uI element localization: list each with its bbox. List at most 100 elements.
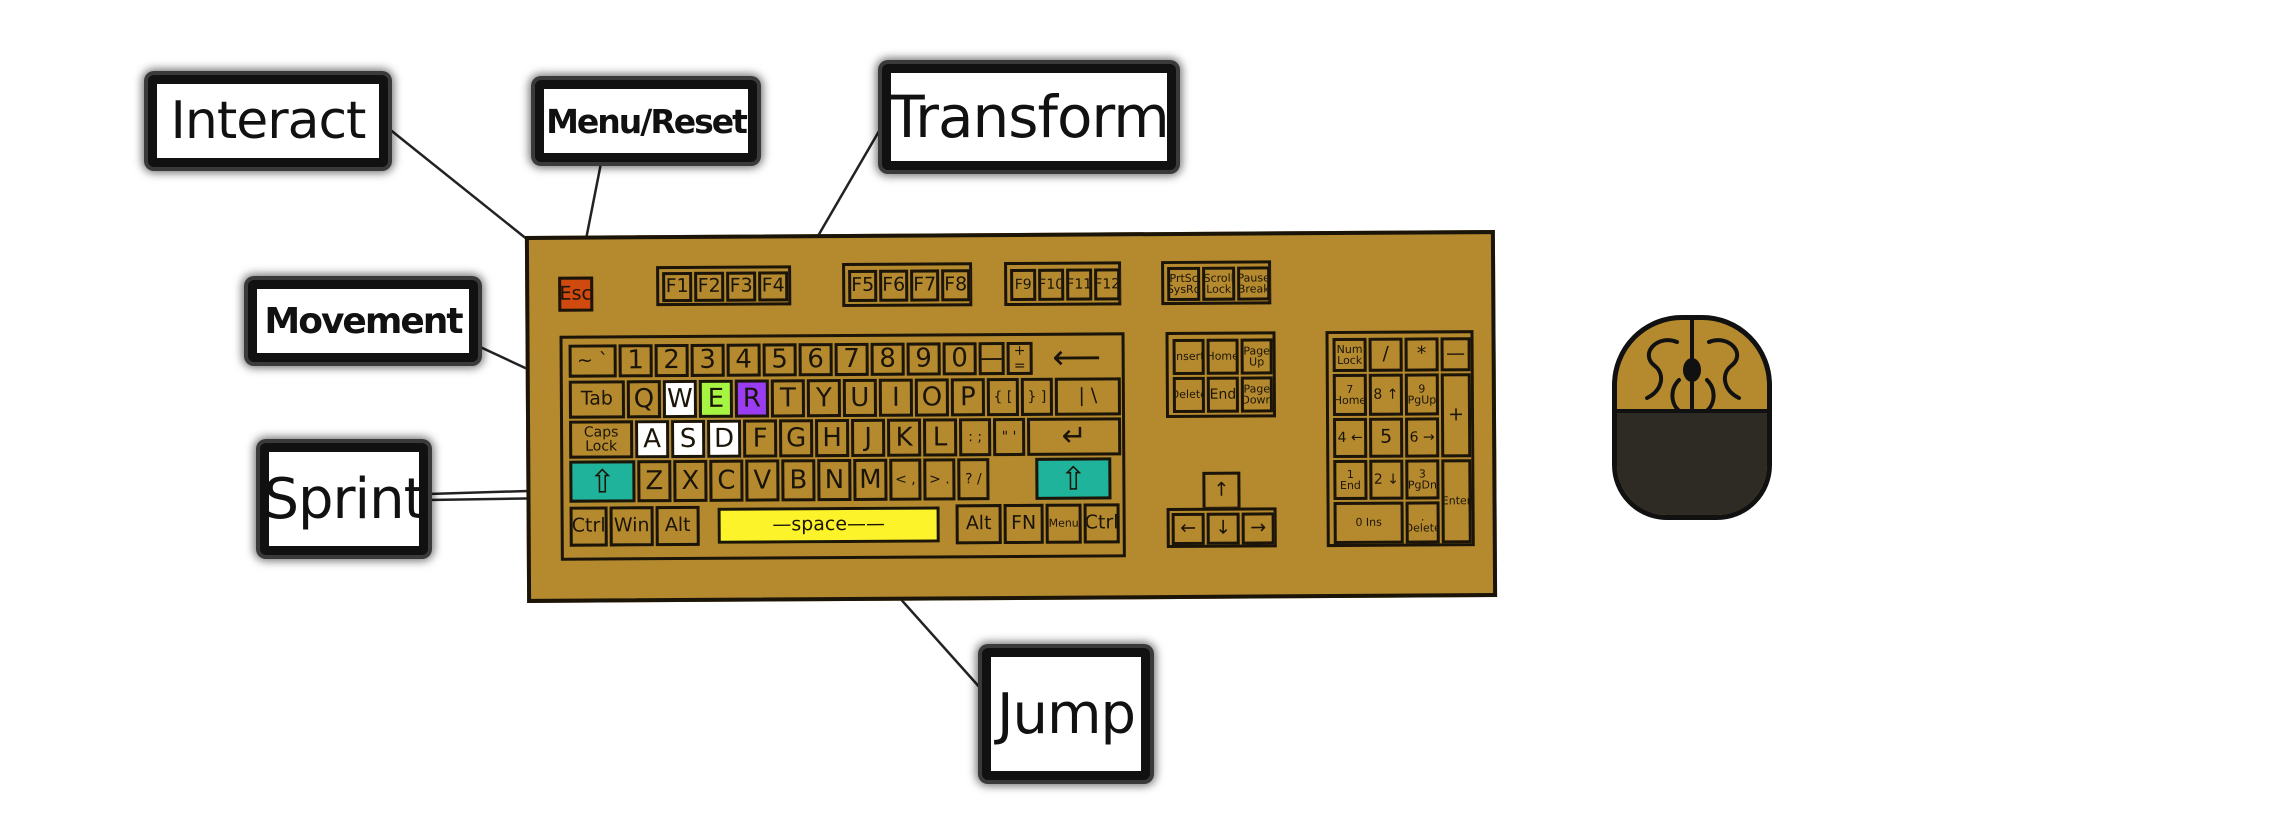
- space-key[interactable]: —space——: [717, 506, 940, 544]
- left-bracket-key[interactable]: { [: [986, 377, 1019, 417]
- key-4[interactable]: 4: [726, 343, 761, 377]
- key-2[interactable]: 2: [654, 343, 689, 378]
- page-up-key[interactable]: Page Up: [1240, 338, 1273, 375]
- end-key[interactable]: End: [1206, 376, 1239, 413]
- numpad-decimal-key[interactable]: . Delete: [1405, 501, 1440, 544]
- key-3[interactable]: 3: [690, 343, 725, 377]
- comma-key[interactable]: < ,: [889, 458, 922, 501]
- key-j[interactable]: J: [851, 418, 886, 457]
- numpad-7-key[interactable]: 7 Home: [1332, 373, 1368, 417]
- right-bracket-key[interactable]: } ]: [1020, 377, 1053, 416]
- key-6[interactable]: 6: [798, 343, 833, 377]
- f3-key[interactable]: F3: [726, 271, 757, 302]
- prtsc-key[interactable]: PrtSc SysRq: [1167, 266, 1201, 302]
- delete-key[interactable]: Delete: [1172, 376, 1205, 414]
- arrow-left-key[interactable]: ←: [1171, 512, 1205, 546]
- left-shift-key[interactable]: ⇧: [569, 460, 636, 503]
- key-0[interactable]: 0: [942, 342, 977, 376]
- slash-key[interactable]: ? /: [957, 458, 990, 501]
- key-9[interactable]: 9: [906, 342, 941, 376]
- key-h[interactable]: H: [815, 418, 850, 458]
- key-i[interactable]: I: [878, 378, 913, 417]
- period-key[interactable]: > .: [923, 458, 956, 501]
- key-b[interactable]: B: [781, 459, 816, 502]
- right-shift-key[interactable]: ⇧: [1035, 457, 1112, 500]
- key-o[interactable]: O: [914, 378, 949, 417]
- key-e[interactable]: E: [698, 379, 734, 418]
- f9-key[interactable]: F9: [1010, 268, 1037, 302]
- minus-key[interactable]: —: [978, 342, 1005, 376]
- f10-key[interactable]: F10: [1038, 268, 1065, 301]
- f1-key[interactable]: F1: [662, 271, 693, 303]
- key-x[interactable]: X: [673, 459, 708, 503]
- fn-key[interactable]: FN: [1003, 503, 1044, 545]
- left-alt-key[interactable]: Alt: [655, 505, 700, 547]
- insert-key[interactable]: Insert: [1172, 338, 1205, 376]
- f12-key[interactable]: F12: [1094, 268, 1121, 301]
- key-s[interactable]: S: [671, 419, 706, 459]
- key-k[interactable]: K: [887, 418, 922, 457]
- numpad-1-key[interactable]: 1 End: [1333, 459, 1368, 501]
- tab-key[interactable]: Tab: [568, 380, 626, 419]
- numpad-9-key[interactable]: 9 PgUp: [1404, 373, 1440, 416]
- numpad-6-key[interactable]: 6 →: [1405, 417, 1440, 458]
- menu-key[interactable]: Menu: [1045, 503, 1082, 544]
- backspace-key[interactable]: ⟵: [1034, 341, 1119, 375]
- key-z[interactable]: Z: [637, 460, 672, 503]
- numpad-enter-key[interactable]: Enter: [1441, 459, 1472, 544]
- key-q[interactable]: Q: [626, 380, 662, 419]
- key-8[interactable]: 8: [870, 342, 905, 376]
- right-ctrl-key[interactable]: Ctrl: [1083, 503, 1120, 544]
- key-w[interactable]: W: [662, 379, 698, 419]
- key-m[interactable]: M: [853, 458, 888, 501]
- numpad-multiply-key[interactable]: *: [1404, 337, 1439, 372]
- caps-lock-key[interactable]: Caps Lock: [569, 420, 634, 459]
- key-c[interactable]: C: [709, 459, 744, 502]
- f7-key[interactable]: F7: [910, 269, 940, 302]
- pause-break-key[interactable]: Pause Break: [1237, 266, 1271, 301]
- key-r[interactable]: R: [734, 379, 770, 418]
- numpad-4-key[interactable]: 4 ←: [1333, 417, 1368, 459]
- numpad-3-key[interactable]: 3 PgDn: [1405, 459, 1440, 500]
- backslash-key[interactable]: | \: [1054, 377, 1121, 416]
- key-u[interactable]: U: [842, 378, 877, 418]
- key-d[interactable]: D: [707, 419, 742, 458]
- f8-key[interactable]: F8: [941, 269, 971, 302]
- key-5[interactable]: 5: [762, 343, 797, 377]
- key-7[interactable]: 7: [834, 342, 869, 377]
- num-lock-key[interactable]: Num Lock: [1332, 337, 1367, 373]
- numpad-8-key[interactable]: 8 ↑: [1368, 373, 1404, 416]
- numpad-minus-key[interactable]: —: [1440, 337, 1471, 372]
- key-y[interactable]: Y: [806, 379, 842, 418]
- f5-key[interactable]: F5: [848, 269, 878, 302]
- numpad-2-key[interactable]: 2 ↓: [1369, 459, 1404, 500]
- f2-key[interactable]: F2: [694, 271, 725, 302]
- right-alt-key[interactable]: Alt: [955, 504, 1002, 545]
- semicolon-key[interactable]: : ;: [959, 418, 992, 457]
- scroll-lock-key[interactable]: Scroll Lock: [1202, 266, 1236, 301]
- page-down-key[interactable]: Page Down: [1240, 376, 1273, 413]
- numpad-5-key[interactable]: 5: [1369, 417, 1404, 458]
- left-ctrl-key[interactable]: Ctrl: [569, 506, 608, 547]
- esc-key[interactable]: Esc: [558, 276, 594, 312]
- key-f[interactable]: F: [743, 419, 778, 458]
- enter-key[interactable]: ↵: [1027, 417, 1122, 456]
- key-a[interactable]: A: [635, 420, 670, 459]
- f6-key[interactable]: F6: [879, 269, 909, 302]
- arrow-down-key[interactable]: ↓: [1206, 512, 1240, 545]
- arrow-right-key[interactable]: →: [1241, 512, 1275, 545]
- quote-key[interactable]: " ': [993, 417, 1026, 457]
- key-1[interactable]: 1: [618, 344, 653, 378]
- key-p[interactable]: P: [950, 378, 985, 417]
- numpad-0-key[interactable]: 0 Ins: [1333, 501, 1404, 545]
- f11-key[interactable]: F11: [1066, 268, 1093, 301]
- f4-key[interactable]: F4: [758, 271, 789, 302]
- arrow-up-key[interactable]: ↑: [1202, 471, 1241, 510]
- key-g[interactable]: G: [779, 419, 814, 458]
- numpad-divide-key[interactable]: /: [1368, 337, 1403, 372]
- tilde-key[interactable]: ~ `: [568, 344, 617, 378]
- key-n[interactable]: N: [817, 458, 852, 502]
- home-key[interactable]: Home: [1206, 338, 1239, 375]
- key-l[interactable]: L: [923, 418, 958, 457]
- win-key[interactable]: Win: [609, 506, 654, 547]
